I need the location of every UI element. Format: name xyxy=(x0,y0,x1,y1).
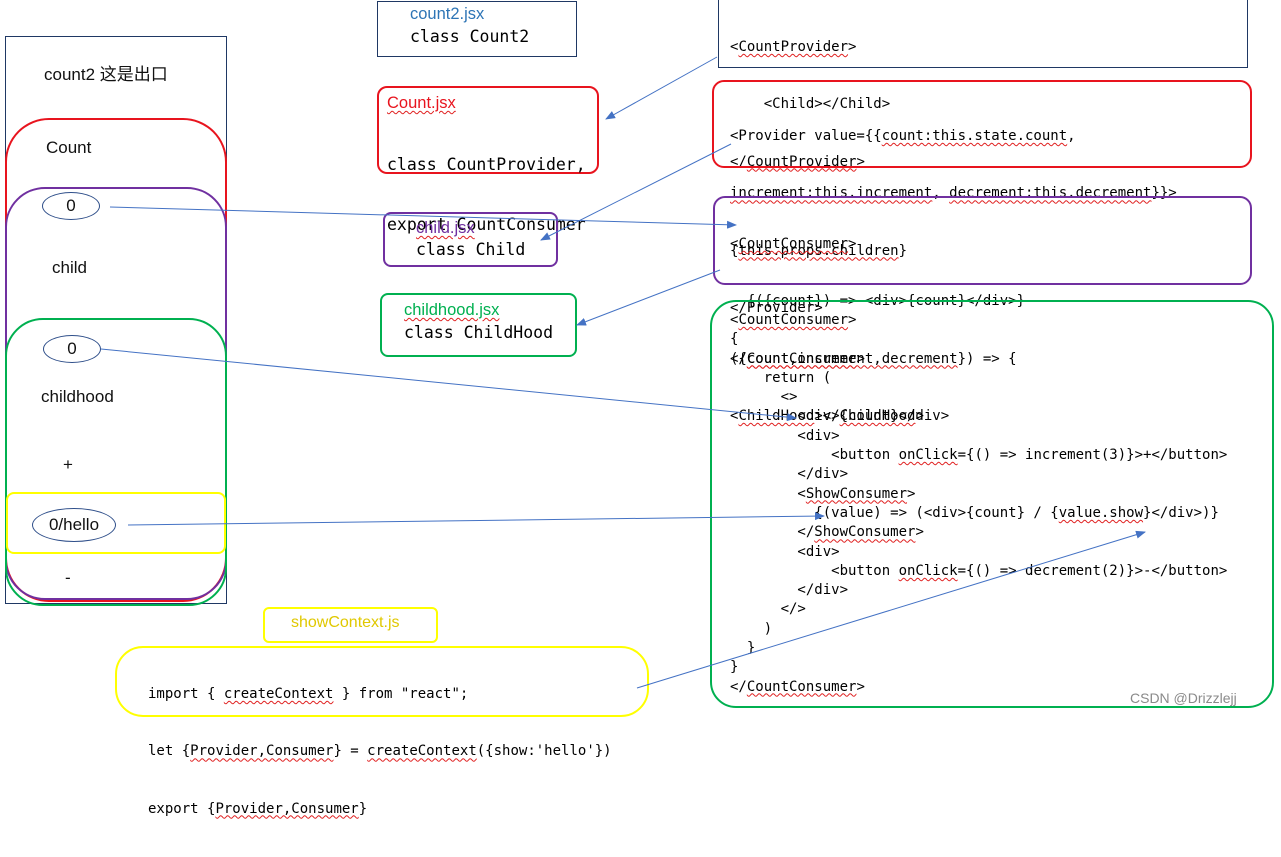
childhood-render-line: return ( xyxy=(730,369,832,386)
show-context-line-3: export {Provider,Consumer} xyxy=(148,800,368,817)
childhood-render-line: { xyxy=(730,331,739,348)
provider-render-line: </Provider> xyxy=(730,299,823,316)
diagram-canvas: count2 这是出口 Count 0 child 0 childhood + … xyxy=(5,0,1274,817)
provider-render-box xyxy=(712,80,1252,168)
childhood-render-line: ) xyxy=(730,620,773,637)
count-file-line-1: class CountProvider, xyxy=(387,155,586,174)
childhood-render-line: </ShowConsumer> xyxy=(730,524,924,541)
provider-render-line: {this.props.children} xyxy=(730,242,908,259)
show-value-ellipse: 0/hello xyxy=(32,508,116,542)
childhood-render-line: </div> xyxy=(730,582,849,599)
child-count-ellipse: 0 xyxy=(42,192,100,220)
child-filename: child.jsx xyxy=(416,219,475,237)
count2-panel-title: count2 这是出口 xyxy=(44,65,168,84)
childhood-region-label: childhood xyxy=(41,387,114,406)
count2-render-box xyxy=(718,0,1248,68)
childhood-render-line: <> xyxy=(730,389,798,406)
childhood-render-line: } xyxy=(730,659,739,676)
childhood-render-line: {(value) => (<div>{count} / {value.show}… xyxy=(730,504,1219,521)
childhood-render-line: <button onClick={() => increment(3)}>+</… xyxy=(730,447,1228,464)
childhood-render-line: </div> xyxy=(730,466,849,483)
count2-render-line: <Child></Child> xyxy=(730,96,891,113)
child-render-box xyxy=(713,196,1252,285)
childhood-render-code: <CountConsumer> { ({count,increment,decrem… xyxy=(730,311,1227,697)
childhood-render-line: <button onClick={() => decrement(2)}>-</… xyxy=(730,562,1228,579)
child-region-label: child xyxy=(52,258,87,277)
count-file-box xyxy=(377,86,599,174)
childhood-render-line: <div> xyxy=(730,427,840,444)
count2-render-line: <CountProvider> xyxy=(730,39,857,55)
childhood-region xyxy=(5,318,227,606)
childhood-render-line: <div> xyxy=(730,543,840,560)
show-context-file-box xyxy=(263,607,438,643)
childhood-render-line: ({count,increment,decrement}) => { xyxy=(730,350,1017,367)
count2-class-line: class Count2 xyxy=(410,27,530,46)
childhood-render-line: <div>{count}</div> xyxy=(730,408,950,425)
childhood-class-line: class ChildHood xyxy=(404,323,554,342)
watermark: CSDN @Drizzlejj xyxy=(1130,690,1237,706)
childhood-render-line: <CountConsumer> xyxy=(730,312,857,328)
count2-render-code: <CountProvider> <Child></Child> </CountP… xyxy=(730,0,890,210)
count2-filename: count2.jsx xyxy=(410,5,485,23)
count2-file-box xyxy=(377,1,577,57)
childhood-render-line: <ShowConsumer> xyxy=(730,485,916,502)
provider-render-line: <Provider value={{count:this.state.count… xyxy=(730,128,1076,144)
childhood-render-box xyxy=(710,300,1274,708)
arrow-childhood-render-to-childhood-file xyxy=(576,269,721,326)
increment-plus-label: + xyxy=(63,455,73,474)
childhood-render-line: } xyxy=(730,640,756,657)
count2-render-line: </CountProvider> xyxy=(730,153,865,170)
childhood-render-line: </> xyxy=(730,601,806,618)
show-context-filename: showContext.js xyxy=(291,614,400,631)
show-context-code: import { createContext } from "react"; l… xyxy=(148,647,612,857)
count-region-label: Count xyxy=(46,138,92,157)
count-filename: Count.jsx xyxy=(387,94,456,112)
child-render-line: <CountConsumer> xyxy=(730,236,857,252)
childhood-count-ellipse: 0 xyxy=(43,335,101,363)
decrement-minus-label: - xyxy=(65,568,71,587)
childhood-filename: childhood.jsx xyxy=(404,301,500,319)
child-class-line: class Child xyxy=(416,240,526,259)
show-context-line-1: import { createContext } from "react"; xyxy=(148,686,469,702)
show-context-line-2: let {Provider,Consumer} = createContext(… xyxy=(148,743,612,760)
arrow-count2-to-count-file xyxy=(605,56,718,120)
